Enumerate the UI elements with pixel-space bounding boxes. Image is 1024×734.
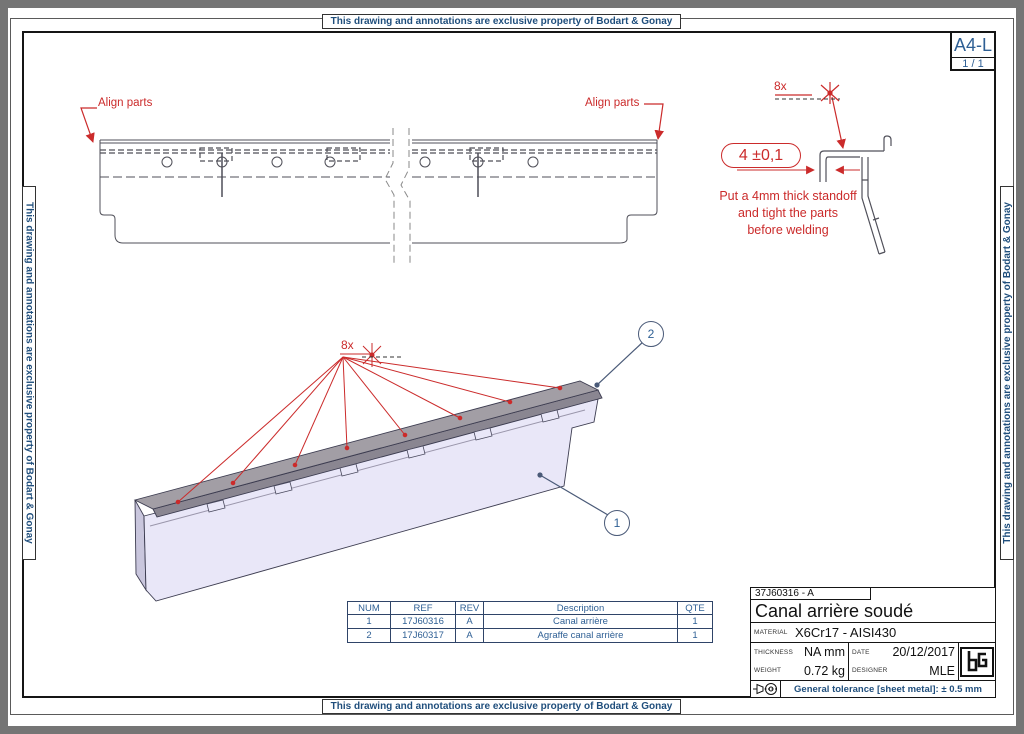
drawing-title: Canal arrière soudé xyxy=(751,600,995,623)
bom-header: REF xyxy=(390,601,456,615)
bg-logo-icon xyxy=(967,650,988,671)
balloon-item-1: 1 xyxy=(604,510,630,536)
iso-weld-count: 8x xyxy=(341,338,354,352)
banner-text: This drawing and annotations are exclusi… xyxy=(1001,202,1013,544)
projection-symbol-icon xyxy=(753,683,778,695)
bom-cell: Agraffe canal arrière xyxy=(483,628,678,643)
thickness-label: THICKNESS xyxy=(754,648,794,656)
detail-weld-count: 8x xyxy=(774,79,787,93)
welding-note-line: and tight the parts xyxy=(737,206,839,220)
drawing-number: 37J60316 - A xyxy=(751,588,871,600)
align-parts-label-left: Align parts xyxy=(98,97,153,109)
sheet-format: A4-L xyxy=(952,33,994,58)
welding-note: Put a 4mm thick standoff and tight the p… xyxy=(698,188,878,239)
banner-text: This drawing and annotations are exclusi… xyxy=(330,16,673,27)
bom-cell: 2 xyxy=(347,628,391,643)
bom-row: 1 17J60316 A Canal arrière 1 xyxy=(347,614,713,629)
banner-text: This drawing and annotations are exclusi… xyxy=(23,202,35,544)
bom-header: REV xyxy=(455,601,484,615)
property-banner-top: This drawing and annotations are exclusi… xyxy=(322,14,681,29)
bom-cell: Canal arrière xyxy=(483,614,678,629)
format-box: A4-L 1 / 1 xyxy=(950,31,996,71)
bom-header: NUM xyxy=(347,601,391,615)
material-label: MATERIAL xyxy=(754,629,788,636)
general-tolerance: General tolerance [sheet metal]: ± 0.5 m… xyxy=(794,683,982,695)
section-profile xyxy=(819,135,892,255)
designer-label: DESIGNER xyxy=(852,667,888,675)
bom-cell: 1 xyxy=(677,614,713,629)
thickness-value: NA mm xyxy=(804,645,845,660)
section-detail-drawing xyxy=(737,82,892,255)
front-view-drawing xyxy=(80,103,664,263)
align-parts-label-right: Align parts xyxy=(585,97,640,109)
bom-cell: 17J60316 xyxy=(390,614,456,629)
isometric-view-drawing xyxy=(133,340,645,602)
balloon-leaders xyxy=(537,340,645,516)
bom-cell: A xyxy=(455,628,484,643)
welding-note-line: Put a 4mm thick standoff xyxy=(719,189,857,203)
sheet-number: 1 / 1 xyxy=(962,58,984,70)
weight-label: WEIGHT xyxy=(754,667,782,675)
balloon-item-2: 2 xyxy=(638,321,664,347)
bom-header: QTE xyxy=(677,601,713,615)
property-banner-bottom: This drawing and annotations are exclusi… xyxy=(322,699,681,714)
bom-header-row: NUM REF REV Description QTE xyxy=(347,601,713,615)
bom-cell: 1 xyxy=(347,614,391,629)
bom-cell: 1 xyxy=(677,628,713,643)
title-block: 37J60316 - A Canal arrière soudé MATERIA… xyxy=(750,587,996,698)
weight-value: 0.72 kg xyxy=(803,663,845,678)
bom-cell: 17J60317 xyxy=(390,628,456,643)
tab-notches xyxy=(206,409,560,513)
property-banner-left: This drawing and annotations are exclusi… xyxy=(22,186,36,560)
weld-spot-leaders xyxy=(175,343,563,505)
bom-header: Description xyxy=(483,601,678,615)
break-lines xyxy=(384,128,411,263)
date-label: DATE xyxy=(852,648,870,656)
align-parts-leaders xyxy=(80,103,664,143)
bom-table: NUM REF REV Description QTE 1 17J60316 A… xyxy=(347,601,713,643)
weld-mark-icon xyxy=(775,82,846,149)
material-value: X6Cr17 - AISI430 xyxy=(795,625,897,640)
company-logo xyxy=(960,646,994,677)
welding-note-line: before welding xyxy=(747,223,829,237)
bom-cell: A xyxy=(455,614,484,629)
property-banner-right: This drawing and annotations are exclusi… xyxy=(1000,186,1014,560)
designer-value: MLE xyxy=(929,663,955,678)
banner-text: This drawing and annotations are exclusi… xyxy=(330,701,673,712)
date-value: 20/12/2017 xyxy=(892,645,955,660)
standoff-dimension: 4 ±0,1 xyxy=(721,143,801,168)
bom-row: 2 17J60317 A Agraffe canal arrière 1 xyxy=(347,628,713,643)
